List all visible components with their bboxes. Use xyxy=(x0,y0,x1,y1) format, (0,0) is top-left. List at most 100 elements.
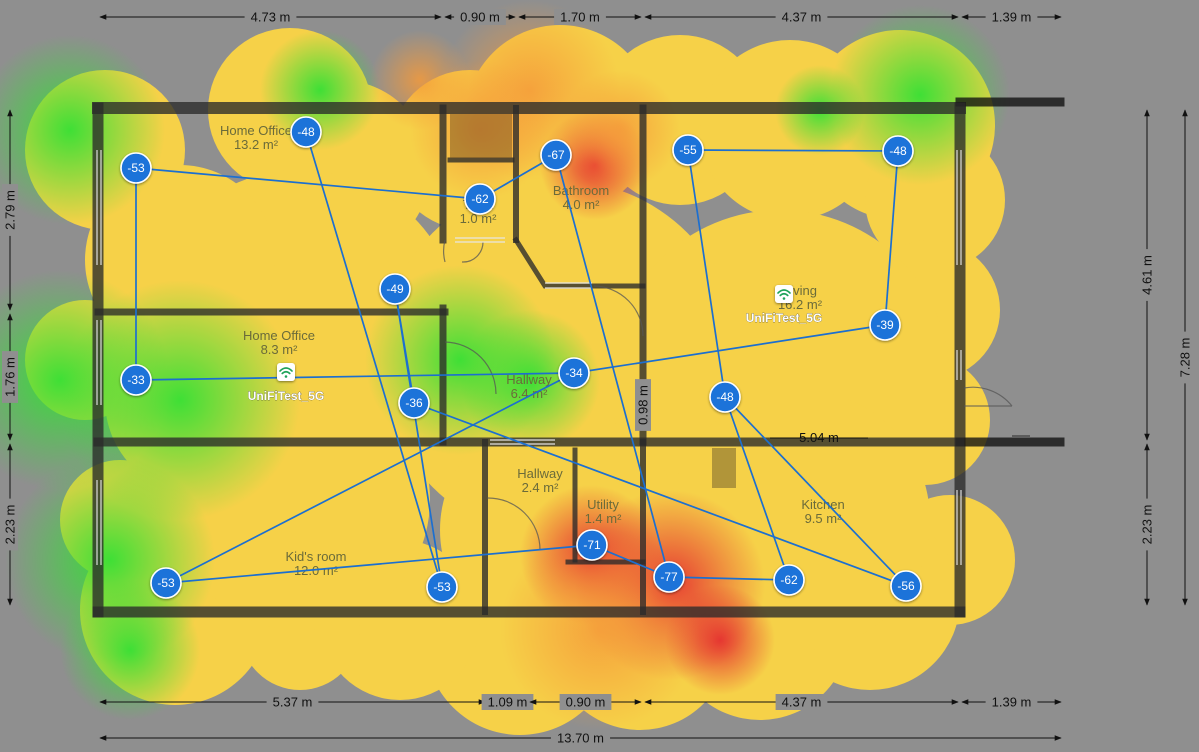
room-area: 6.4 m² xyxy=(511,386,549,401)
room-area: 12.0 m² xyxy=(294,563,339,578)
measurement-point[interactable]: -48 xyxy=(709,381,741,413)
room-area: 2.4 m² xyxy=(522,480,560,495)
dimension-label: 2.23 m xyxy=(1140,505,1155,545)
heat-spot xyxy=(60,580,200,720)
measurement-value: -48 xyxy=(297,125,315,139)
survey-path-segment xyxy=(668,576,790,581)
measurement-point[interactable]: -34 xyxy=(558,357,590,389)
measurement-point[interactable]: -71 xyxy=(576,529,608,561)
heat-spot xyxy=(560,70,680,190)
measurement-value: -77 xyxy=(660,570,678,584)
dimension-label: 1.39 m xyxy=(992,695,1032,710)
survey-path-segment xyxy=(394,288,415,404)
heat-spot xyxy=(260,30,380,150)
wifi-icon xyxy=(777,289,791,300)
room-name: Home Office xyxy=(243,328,315,343)
measurement-point[interactable]: -36 xyxy=(398,387,430,419)
measurement-value: -71 xyxy=(583,538,601,552)
dimension-label: 1.09 m xyxy=(488,695,528,710)
survey-path-segment xyxy=(165,544,593,584)
survey-path-segment xyxy=(135,167,481,200)
measurement-point[interactable]: -53 xyxy=(150,567,182,599)
dimension-label: 4.73 m xyxy=(251,10,291,25)
measurement-value: -53 xyxy=(157,576,175,590)
survey-path-segment xyxy=(165,372,575,584)
measurement-value: -53 xyxy=(433,580,451,594)
heat-spot xyxy=(60,280,300,520)
survey-path-segment xyxy=(573,324,886,374)
dimension-label: 4.37 m xyxy=(782,695,822,710)
dimension-label: 0.98 m xyxy=(636,385,651,425)
measurement-point[interactable]: -67 xyxy=(540,139,572,171)
measurement-point[interactable]: -62 xyxy=(773,564,805,596)
dimension-label: 1.76 m xyxy=(3,357,18,397)
dimension-label: 5.04 m xyxy=(799,430,839,445)
measurement-value: -62 xyxy=(471,192,489,206)
dimension-label: 13.70 m xyxy=(557,731,604,746)
access-points: UniFiTest_5G UniFiTest_5G xyxy=(248,285,822,403)
measurement-points: -48 -53 -62 -67 -55 -48 -49 -39 -33 -34 -36 -48 -71 -… xyxy=(120,116,922,603)
room-name: Kitchen xyxy=(801,497,844,512)
survey-path-segment xyxy=(724,396,790,581)
access-point-ssid: UniFiTest_5G xyxy=(746,311,822,325)
room-area: 4.0 m² xyxy=(563,197,601,212)
dimension-label: 1.70 m xyxy=(560,10,600,25)
room-name: Home Office xyxy=(220,123,292,138)
dimension-label: 0.90 m xyxy=(460,10,500,25)
floorplan-doors xyxy=(443,239,1030,551)
survey-path-segment xyxy=(724,396,907,587)
room-name: Hallway xyxy=(506,372,552,387)
room-area: 1.0 m² xyxy=(460,211,498,226)
measurement-point[interactable]: -77 xyxy=(653,561,685,593)
measurement-value: -39 xyxy=(876,318,894,332)
survey-path-segment xyxy=(135,372,575,381)
room-area: 1.4 m² xyxy=(585,511,623,526)
measurement-value: -55 xyxy=(679,143,697,157)
survey-path-segment xyxy=(687,149,726,398)
measurement-point[interactable]: -53 xyxy=(120,152,152,184)
floorplan-windows xyxy=(96,150,962,565)
survey-path-segment xyxy=(884,150,899,326)
access-point[interactable]: UniFiTest_5G xyxy=(746,285,822,325)
dimension-label: 4.61 m xyxy=(1140,255,1155,295)
measurement-point[interactable]: -48 xyxy=(882,135,914,167)
dimension-label: 0.90 m xyxy=(566,695,606,710)
dimension-label: 2.23 m xyxy=(3,505,18,545)
dimension-label: 7.28 m xyxy=(1178,338,1193,378)
access-point[interactable]: UniFiTest_5G xyxy=(248,363,324,403)
measurement-value: -48 xyxy=(716,390,734,404)
room-name: Utility xyxy=(587,497,619,512)
wifi-icon xyxy=(279,367,293,378)
measurement-value: -67 xyxy=(547,148,565,162)
room-area: 8.3 m² xyxy=(261,342,299,357)
measurement-point[interactable]: -55 xyxy=(672,134,704,166)
heat-spot xyxy=(460,310,600,450)
dimension-label: 4.37 m xyxy=(782,10,822,25)
survey-path-segment xyxy=(687,149,899,152)
measurement-point[interactable]: -48 xyxy=(290,116,322,148)
room-name: Kid's room xyxy=(285,549,346,564)
dimension-annotations: 4.73 m 0.90 m 1.70 m 4.37 m 1.39 m 5.37 m 1.09… xyxy=(2,9,1193,746)
measurement-point[interactable]: -56 xyxy=(890,570,922,602)
measurement-point[interactable]: -39 xyxy=(869,309,901,341)
access-point-ssid: UniFiTest_5G xyxy=(248,389,324,403)
dimension-label: 1.39 m xyxy=(992,10,1032,25)
measurement-value: -33 xyxy=(127,373,145,387)
survey-path-segment xyxy=(555,154,670,578)
measurement-point[interactable]: -49 xyxy=(379,273,411,305)
measurement-value: -34 xyxy=(565,366,583,380)
dimension-label: 2.79 m xyxy=(3,190,18,230)
survey-path-segment xyxy=(413,402,907,587)
survey-path-segment xyxy=(305,131,443,588)
measurement-value: -53 xyxy=(127,161,145,175)
measurement-point[interactable]: -53 xyxy=(426,571,458,603)
room-area: 9.5 m² xyxy=(805,511,843,526)
measurement-point[interactable]: -33 xyxy=(120,364,152,396)
measurement-value: -62 xyxy=(780,573,798,587)
measurement-point[interactable]: -62 xyxy=(464,183,496,215)
measurement-value: -48 xyxy=(889,144,907,158)
room-area: 13.2 m² xyxy=(234,137,279,152)
dimension-label: 5.37 m xyxy=(273,695,313,710)
